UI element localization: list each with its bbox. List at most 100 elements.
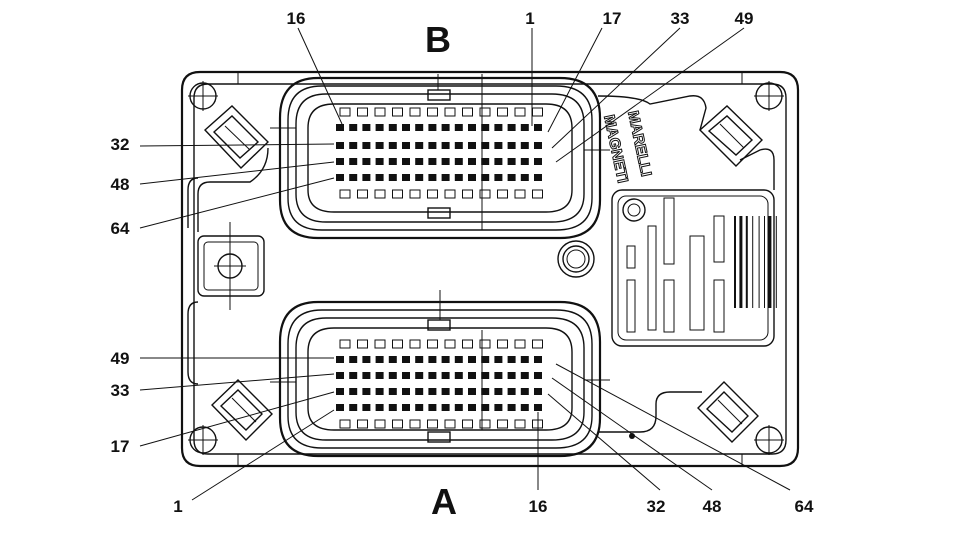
connector-a-pin: [494, 388, 503, 395]
connector-b-key-slot: [339, 107, 351, 117]
connector-a-key-slot: [514, 339, 526, 349]
connector-a-pin: [402, 404, 410, 411]
connector-a-key-slot: [427, 339, 438, 349]
connector-b-pin: [402, 142, 410, 149]
connector-a-pin: [481, 404, 490, 411]
connector-b-pin: [362, 142, 371, 149]
connector-b-key-slot: [497, 189, 508, 199]
connector-b-pin: [468, 174, 476, 181]
leader-b-16: [297, 27, 343, 125]
leader-b-17: [547, 27, 603, 133]
pin-label-a-64: 64: [795, 497, 814, 516]
connector-a-pin: [362, 356, 371, 363]
connector-b-key-slot: [514, 107, 526, 117]
connector-b-pin: [494, 174, 503, 181]
connector-b-pin: [468, 142, 476, 149]
connector-b-pin: [494, 142, 503, 149]
connector-a-pin: [520, 388, 529, 395]
connector-b-pin: [441, 158, 450, 165]
barcode: [734, 216, 777, 308]
connector-b-key-slot: [339, 189, 351, 199]
pin-label-b-48: 48: [111, 175, 130, 194]
connector-b-pin: [402, 158, 410, 165]
connector-a-key-slot: [409, 339, 421, 349]
connector-b-pin: [349, 158, 358, 165]
connector-a-pin: [481, 388, 490, 395]
connector-a-pin: [362, 404, 371, 411]
connector-a-pin: [468, 388, 476, 395]
connector-a-pin: [349, 372, 358, 379]
connector-a-pin: [428, 356, 437, 363]
latch-top-left: [203, 105, 269, 169]
barcode-bar: [752, 216, 754, 308]
connector-b-pin: [349, 124, 358, 131]
connector-a-key-slot: [462, 419, 473, 429]
connector-b-title: B: [425, 19, 451, 60]
leader-a-32: [547, 393, 661, 491]
connector-b-key-slot: [374, 189, 386, 199]
connector-a-pin: [454, 356, 463, 363]
connector-b-pin: [494, 124, 503, 131]
pin-label-a-32: 32: [647, 497, 666, 516]
vent-grommet: [557, 240, 595, 278]
connector-b-pin: [494, 158, 503, 165]
connector-b-pin: [415, 174, 424, 181]
connector-b-pin: [402, 174, 410, 181]
connector-a-title: A: [431, 481, 457, 522]
connector-b-key-slot: [479, 189, 491, 199]
housing-rib-left-upper: [187, 177, 199, 228]
connector-b-pin: [454, 124, 463, 131]
pin-label-a-33: 33: [111, 381, 130, 400]
pin-label-b-1: 1: [525, 9, 534, 28]
latch-bottom-left: [211, 379, 273, 441]
connector-b-pin: [441, 174, 450, 181]
connector-b-pin: [441, 142, 450, 149]
connector-b-key-slot: [532, 107, 543, 117]
connector-a-pin: [441, 356, 450, 363]
connector-b-pin: [534, 124, 542, 131]
connector-b-pin: [349, 174, 358, 181]
rib-left-mid: [197, 147, 269, 232]
connector-a-pin: [534, 404, 542, 411]
connector-a-pin: [534, 388, 542, 395]
connector-a-pin: [336, 372, 344, 379]
leader-b-64: [139, 177, 335, 229]
connector-a-pin: [349, 404, 358, 411]
connector-a-pin: [415, 388, 424, 395]
connector-b-pin: [520, 124, 529, 131]
connector-a-key-slot: [374, 339, 386, 349]
connector-a-pin: [507, 388, 516, 395]
connector-a-pin: [402, 356, 410, 363]
leader-a-17: [139, 391, 335, 447]
connector-b-pin: [375, 174, 384, 181]
connector-a-pin: [494, 372, 503, 379]
connector-a-pin-field: [336, 339, 543, 429]
mounting-hole-bottom-right: [754, 425, 784, 455]
connector-b-pin: [415, 158, 424, 165]
connector-b-key-slot: [497, 107, 508, 117]
leader-a-1: [191, 409, 335, 501]
leader-a-48: [551, 377, 713, 491]
connector-b-pin: [507, 174, 516, 181]
connector-b-key-slot: [409, 189, 421, 199]
barcode-bar: [734, 216, 736, 308]
connector-a-pin: [520, 404, 529, 411]
connector-b-pin: [388, 124, 397, 131]
connector-a-pin: [428, 372, 437, 379]
connector-b-key-slot: [479, 107, 491, 117]
leader-b-49: [555, 27, 745, 163]
connector-a-pin: [349, 356, 358, 363]
connector-b-housing: [270, 74, 610, 240]
connector-b-pin: [441, 124, 450, 131]
connector-b-pin: [468, 124, 476, 131]
connector-b-pin: [468, 158, 476, 165]
connector-b-pin: [428, 158, 437, 165]
pin-label-a-1: 1: [173, 497, 182, 516]
connector-b-key-slot: [532, 189, 543, 199]
connector-b-pin: [388, 158, 397, 165]
connector-b-pin: [520, 174, 529, 181]
connector-a-pin: [336, 404, 344, 411]
connector-b-pin: [375, 142, 384, 149]
connector-a-key-slot: [392, 419, 403, 429]
connector-a-pin: [507, 404, 516, 411]
